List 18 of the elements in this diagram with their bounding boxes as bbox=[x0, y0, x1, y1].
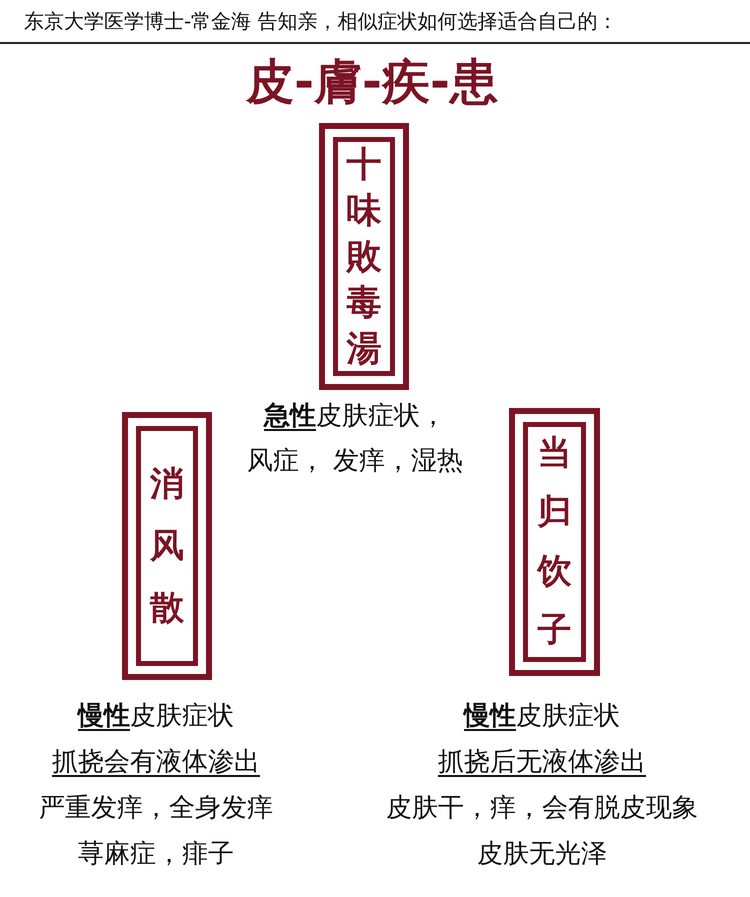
symptom-text: 急性皮肤症状， bbox=[264, 400, 446, 433]
formula-frame bbox=[319, 123, 409, 390]
symptom-text: 风症， 发痒，湿热 bbox=[246, 445, 464, 478]
symptom-text: 皮肤无光泽 bbox=[477, 838, 607, 871]
formula-name: 十味敗毒湯 bbox=[346, 144, 382, 370]
formula-name: 当归饮子 bbox=[538, 432, 572, 652]
formula-frame bbox=[122, 412, 212, 680]
symptom-text: 严重发痒，全身发痒 bbox=[39, 792, 273, 825]
symptom-text: 抓挠后无液体渗出 bbox=[438, 746, 646, 779]
symptom-text: 慢性皮肤症状 bbox=[78, 700, 234, 733]
symptom-text: 荨麻症，痱子 bbox=[78, 838, 234, 871]
diagram-title: 皮-膚-疾-患 bbox=[246, 53, 498, 112]
symptom-text: 慢性皮肤症状 bbox=[464, 700, 620, 733]
formula-name: 消风散 bbox=[150, 463, 184, 630]
formula-frame bbox=[509, 408, 600, 676]
symptom-text: 皮肤干，痒，会有脱皮现象 bbox=[386, 792, 698, 825]
header-text: 东京大学医学博士-常金海 告知亲，相似症状如何选择适合自己的： bbox=[24, 8, 618, 35]
symptom-text: 抓挠会有液体渗出 bbox=[52, 746, 260, 779]
